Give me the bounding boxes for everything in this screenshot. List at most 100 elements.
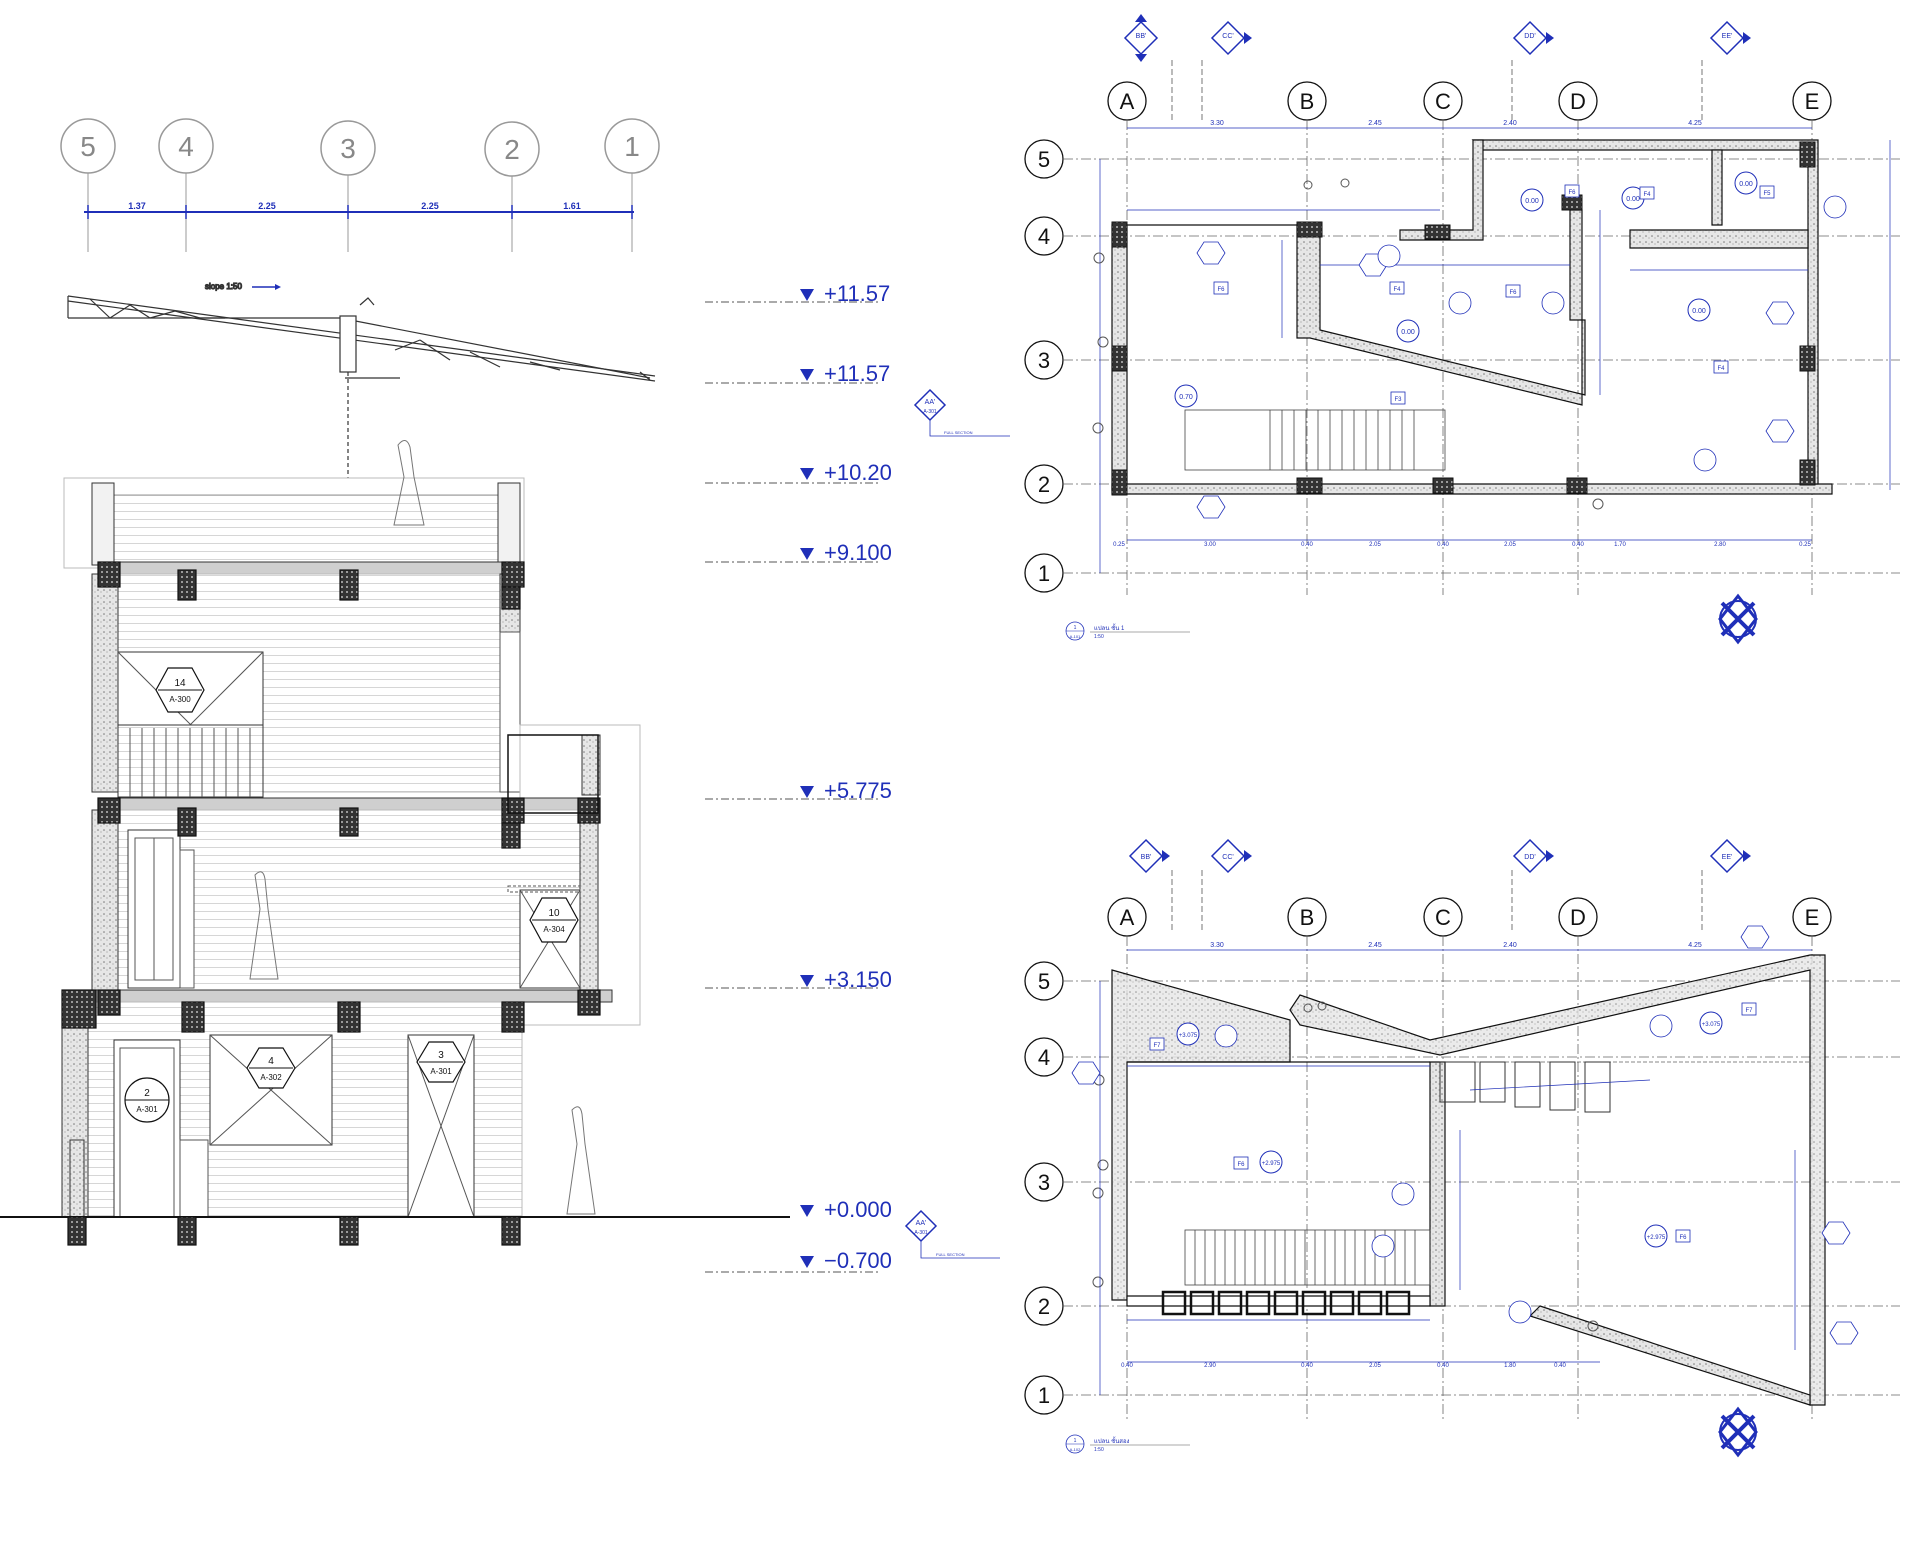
plan1-bottom-dim-3: 0.40	[1301, 542, 1313, 548]
plan1-section-tag-dd: DD'	[1512, 20, 1554, 56]
plan1-section-tag-ee: EE'	[1709, 20, 1751, 56]
building-section: 5 4 3 2 1 1.37 2.25 2.25 1.61	[0, 118, 1010, 1273]
callout-4-sheet: A-302	[260, 1073, 282, 1082]
plan1-title: 1 A-101 แปลน ชั้น 1 1:50	[1065, 621, 1190, 641]
plan1-section-tag-ee-code: EE'	[1722, 33, 1733, 40]
plan2-level-4: +3.075	[1702, 1022, 1721, 1028]
plan2-top-dim-de: 4.25	[1688, 942, 1702, 949]
plan2-top-dim-ab: 3.30	[1210, 942, 1224, 949]
plan1-section-tag-bb-code: BB'	[1136, 33, 1147, 40]
plan1-floor-tag-2: F4	[1393, 287, 1401, 293]
plan1-bottom-dim-4: 2.05	[1369, 542, 1381, 548]
section-marker-upper-note: FULL SECTION	[944, 430, 973, 435]
callout-14-num: 14	[174, 678, 186, 689]
plan1-bottom-dim-10: 0.25	[1799, 542, 1811, 548]
callout-2-num: 2	[144, 1088, 150, 1099]
plan2-level-1: +3.075	[1179, 1033, 1198, 1039]
plan2-level-2: +2.975	[1262, 1161, 1281, 1167]
plan1-section-tags: BB' CC' DD' EE'	[1123, 14, 1751, 120]
plan2-col-e: E	[1805, 905, 1820, 930]
plan1-bottom-dim-5: 0.40	[1437, 542, 1449, 548]
level-second-floor: +3.150	[824, 967, 892, 992]
plan1-title-sheet: A-101	[1070, 634, 1081, 639]
plan2-row-4: 4	[1038, 1045, 1050, 1070]
plan2-column-bubbles	[1107, 897, 1832, 937]
section-grid-bubbles	[60, 118, 660, 177]
plan2-section-tags: BB' CC' DD' EE'	[1128, 838, 1751, 930]
callout-4: 4 A-302	[246, 1047, 296, 1089]
level-third-floor: +5.775	[824, 778, 892, 803]
level-markers: +11.57 +11.57 +10.20 +9.100 +5.775 +3.15…	[705, 281, 892, 1273]
callout-10-num: 10	[548, 908, 560, 919]
plan1-bottom-dimensions: 0.25 3.00 0.40 2.05 0.40 2.05 0.40 1.70 …	[1113, 542, 1811, 548]
level-roof-edge: +11.57	[824, 361, 890, 386]
plan1-title-text: แปลน ชั้น 1	[1094, 622, 1125, 632]
plan1-floor-tags: F6 F4 F5 F4 F6 F3 F4 F6	[1213, 184, 1775, 405]
plan2-col-a: A	[1120, 905, 1135, 930]
plan1-title-num: 1	[1074, 625, 1077, 631]
plan2-top-dimensions: 3.30 2.45 2.40 4.25	[1127, 942, 1812, 951]
plan1-row-4: 4	[1038, 224, 1050, 249]
plan1-level-4: 0.00	[1401, 329, 1415, 336]
plan1-col-b: B	[1300, 89, 1315, 114]
plan2-section-tag-bb-code: BB'	[1141, 854, 1152, 861]
plan2-bottom-dim-7: 0.40	[1554, 1363, 1566, 1369]
plan2-col-d: D	[1570, 905, 1586, 930]
slope-note: slope 1:50	[205, 282, 242, 291]
level-roof-slab: +9.100	[824, 540, 892, 565]
plan2-section-tag-dd: DD'	[1512, 838, 1554, 874]
second-floor-plan: BB' CC' DD' EE'	[1024, 838, 1900, 1458]
plan1-section-tag-dd-code: DD'	[1524, 33, 1535, 40]
plan2-floor-tag-3: F6	[1679, 1235, 1687, 1241]
plan1-row-bubbles	[1024, 139, 1064, 593]
plan2-bottom-dim-2: 2.90	[1204, 1363, 1216, 1369]
plan1-level-5: 0.00	[1692, 308, 1706, 315]
section-building-body	[0, 440, 790, 1246]
plan1-floor-tag-7: F4	[1717, 366, 1725, 372]
callout-10-sheet: A-304	[543, 925, 565, 934]
plan1-walls	[1111, 139, 1833, 495]
grid-label-3: 3	[340, 133, 356, 164]
plan2-bottom-dim-5: 0.40	[1437, 1363, 1449, 1369]
plan1-top-dim-bc: 2.45	[1368, 120, 1382, 127]
plan1-title-scale: 1:50	[1094, 634, 1104, 640]
section-callouts: 14 A-300 10 A-304 4 A-302 2 A-301	[124, 667, 579, 1123]
plan2-level-3: +2.975	[1647, 1235, 1666, 1241]
section-marker-lower-note: FULL SECTION	[936, 1252, 965, 1257]
plan2-stair	[1161, 1061, 1611, 1316]
plan1-col-e: E	[1805, 89, 1820, 114]
dim-3-2: 2.25	[421, 201, 439, 211]
plan2-key-marker	[1718, 1406, 1758, 1458]
plan2-title: 1 A-102 แปลน ชั้นสอง 1:50	[1065, 1434, 1190, 1454]
plan1-floor-tag-3: F5	[1763, 191, 1771, 197]
plan2-title-num: 1	[1074, 1438, 1077, 1444]
callout-3: 3 A-301	[416, 1041, 466, 1083]
plan2-section-tag-bb: BB'	[1128, 838, 1170, 874]
dim-2-1: 1.61	[563, 201, 581, 211]
ground-floor-plan: BB' CC' DD' EE'	[1024, 14, 1900, 645]
plan2-bottom-dim-1: 0.40	[1121, 1363, 1133, 1369]
plan1-column-bubbles	[1107, 81, 1832, 121]
plan2-bottom-dimensions: 0.40 2.90 0.40 2.05 0.40 1.80 0.40	[1121, 1363, 1566, 1369]
plan1-top-dim-cd: 2.40	[1503, 120, 1517, 127]
plan1-floor-tag-8: F6	[1568, 190, 1576, 196]
plan1-top-dim-de: 4.25	[1688, 120, 1702, 127]
plan2-row-1: 1	[1038, 1383, 1050, 1408]
dim-4-3: 2.25	[258, 201, 276, 211]
plan2-row-5: 5	[1038, 969, 1050, 994]
callout-2: 2 A-301	[124, 1077, 170, 1123]
plan1-top-dim-ab: 3.30	[1210, 120, 1224, 127]
callout-10: 10 A-304	[529, 897, 579, 943]
plan2-floor-tag-2: F6	[1237, 1162, 1245, 1168]
dim-5-4: 1.37	[128, 201, 146, 211]
plan2-bottom-dim-6: 1.80	[1504, 1363, 1516, 1369]
plan1-level-6: 0.70	[1179, 394, 1193, 401]
plan1-bottom-dim-9: 2.80	[1714, 542, 1726, 548]
plan1-col-c: C	[1435, 89, 1451, 114]
grid-label-2: 2	[504, 134, 520, 165]
plan1-row-2: 2	[1038, 472, 1050, 497]
plan1-floor-tag-4: F4	[1643, 192, 1651, 198]
level-parapet: +10.20	[824, 460, 892, 485]
plan1-row-1: 1	[1038, 561, 1050, 586]
plan1-floor-tag-6: F3	[1394, 397, 1402, 403]
